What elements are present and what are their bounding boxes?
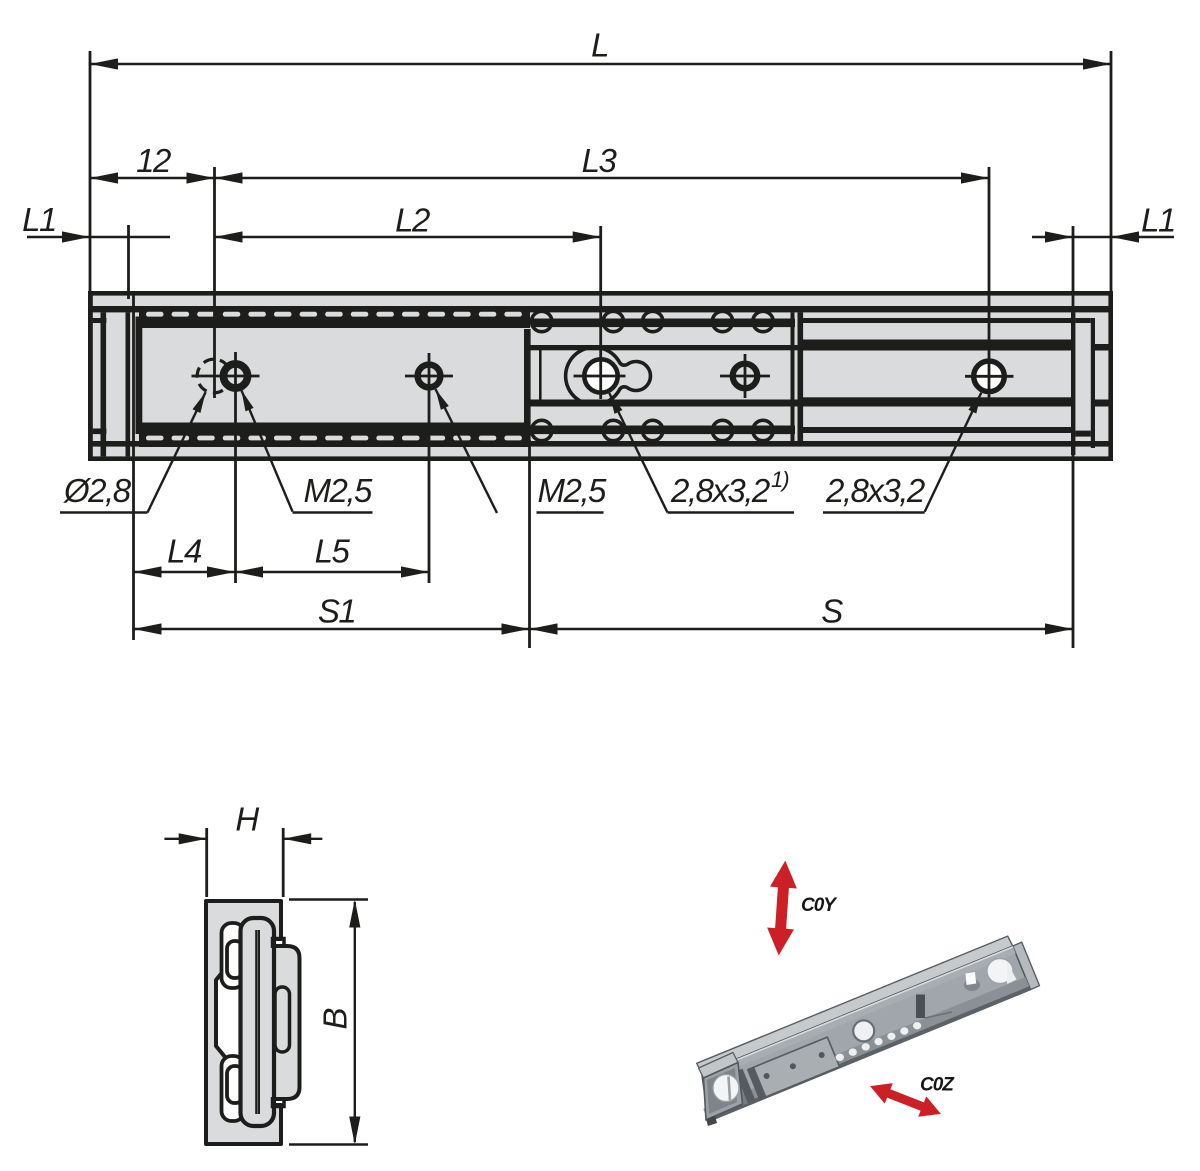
svg-text:2,8x3,2: 2,8x3,2 — [670, 472, 770, 509]
svg-text:L5: L5 — [315, 533, 351, 570]
svg-text:L3: L3 — [582, 142, 618, 179]
svg-text:H: H — [235, 801, 259, 838]
svg-text:L1: L1 — [22, 201, 56, 238]
svg-text:S1: S1 — [318, 593, 355, 630]
svg-text:2,8x3,2: 2,8x3,2 — [825, 472, 925, 509]
svg-text:C0Y: C0Y — [801, 895, 838, 916]
svg-text:L1: L1 — [1141, 202, 1175, 239]
svg-text:L: L — [591, 27, 608, 64]
svg-text:Ø2,8: Ø2,8 — [63, 472, 132, 509]
svg-text:M2,5: M2,5 — [538, 472, 608, 509]
svg-text:B: B — [317, 1007, 354, 1029]
svg-text:L4: L4 — [167, 533, 202, 570]
svg-text:L2: L2 — [395, 202, 430, 239]
svg-text:C0Z: C0Z — [920, 1075, 955, 1096]
svg-text:1): 1) — [771, 467, 789, 492]
svg-text:12: 12 — [136, 142, 171, 179]
svg-text:M2,5: M2,5 — [304, 472, 374, 509]
svg-text:S: S — [821, 593, 843, 630]
